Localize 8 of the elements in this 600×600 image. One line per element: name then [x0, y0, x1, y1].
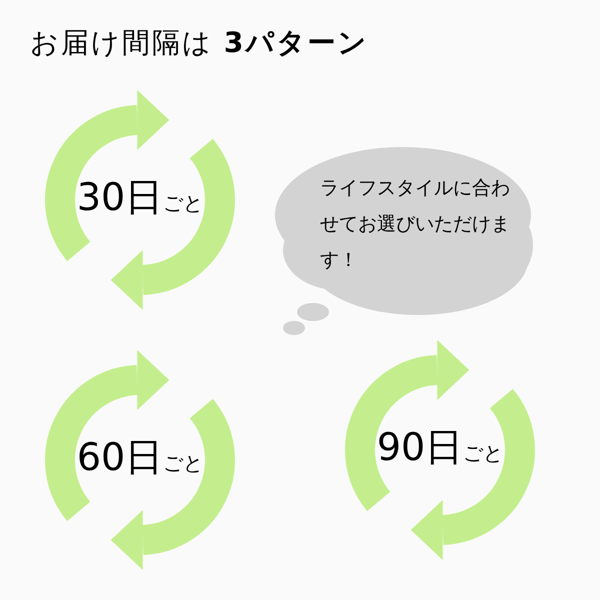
- interval-suffix: ごと: [463, 443, 504, 463]
- interval-label: 90日: [376, 428, 464, 466]
- title: お届け間隔は 3パターン: [30, 25, 368, 61]
- interval-suffix: ごと: [163, 193, 204, 213]
- interval-suffix: ごと: [163, 453, 204, 473]
- interval-label: 30日: [76, 178, 164, 216]
- interval-label: 60日: [76, 438, 164, 476]
- bubble-text: ライフスタイルに合わせてお選びいただけます！: [320, 176, 510, 273]
